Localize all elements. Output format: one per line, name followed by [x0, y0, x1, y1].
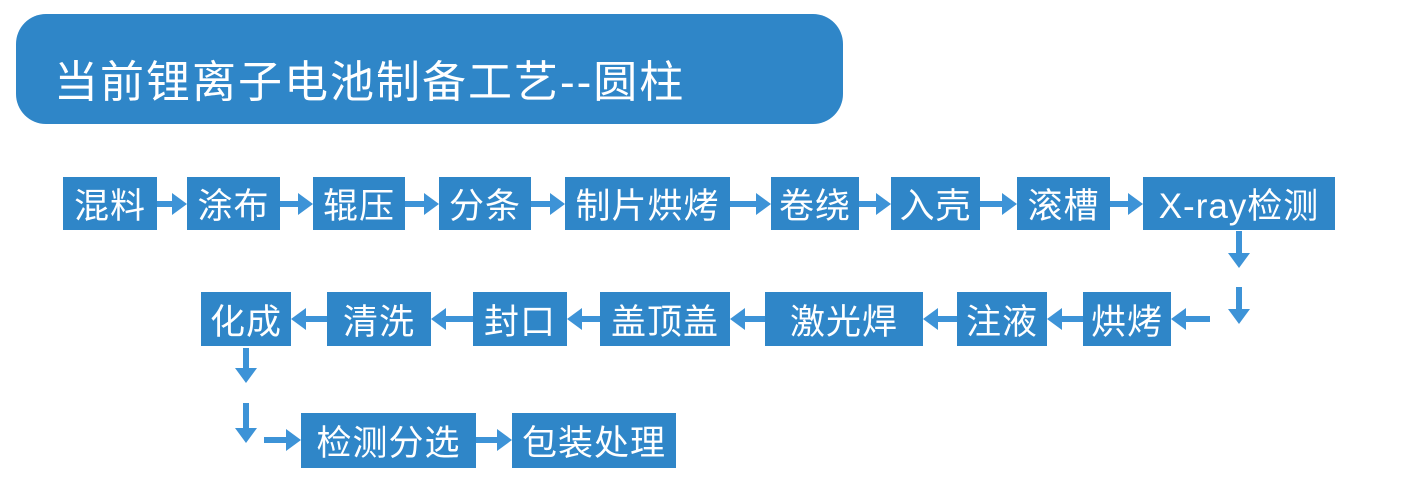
flow-arrow-left-icon	[1047, 308, 1083, 330]
flow-arrow-left-icon	[431, 308, 473, 330]
step-case-insertion: 入壳	[891, 177, 980, 230]
step-winding: 卷绕	[771, 177, 859, 230]
step-baking: 烘烤	[1083, 292, 1171, 346]
step-calendering: 辊压	[313, 177, 405, 230]
flow-arrow-right-icon	[859, 193, 891, 215]
step-xray-inspection: X-ray检测	[1143, 177, 1335, 230]
flow-arrow-left-icon	[291, 308, 327, 330]
flow-arrow-right-icon	[531, 193, 565, 215]
step-mixing: 混料	[63, 177, 157, 230]
step-coating: 涂布	[187, 177, 280, 230]
flow-arrow-right-icon	[405, 193, 439, 215]
page-title: 当前锂离子电池制备工艺--圆柱	[54, 58, 686, 107]
flow-arrow-left-icon	[567, 308, 600, 330]
flow-arrow-down-icon	[235, 403, 257, 443]
flow-arrow-right-icon	[730, 193, 771, 215]
step-electrolyte-filling: 注液	[957, 292, 1047, 346]
step-cleaning: 清洗	[327, 292, 431, 346]
step-laser-welding: 激光焊	[765, 292, 923, 346]
step-slitting: 分条	[439, 177, 531, 230]
flow-arrow-right-icon	[280, 193, 313, 215]
flow-arrow-left-icon	[1171, 308, 1210, 330]
step-formation: 化成	[201, 292, 291, 346]
flow-arrow-right-icon	[476, 429, 512, 451]
flow-arrow-left-icon	[730, 308, 765, 330]
step-electrode-baking: 制片烘烤	[565, 177, 730, 230]
flow-arrow-left-icon	[923, 308, 957, 330]
step-testing-sorting: 检测分选	[301, 413, 476, 468]
flow-arrow-right-icon	[1110, 193, 1143, 215]
flow-arrow-down-icon	[235, 348, 257, 383]
step-sealing: 封口	[473, 292, 567, 346]
step-top-cap: 盖顶盖	[600, 292, 730, 346]
step-packaging: 包装处理	[512, 413, 676, 468]
flow-arrow-down-icon	[1228, 231, 1250, 268]
flow-arrow-right-icon	[157, 193, 187, 215]
flow-arrow-right-icon	[980, 193, 1017, 215]
flow-arrow-down-icon	[1228, 287, 1250, 324]
flow-arrow-right-icon	[264, 429, 301, 451]
step-grooving: 滚槽	[1017, 177, 1110, 230]
title-banner: 当前锂离子电池制备工艺--圆柱	[16, 14, 843, 124]
